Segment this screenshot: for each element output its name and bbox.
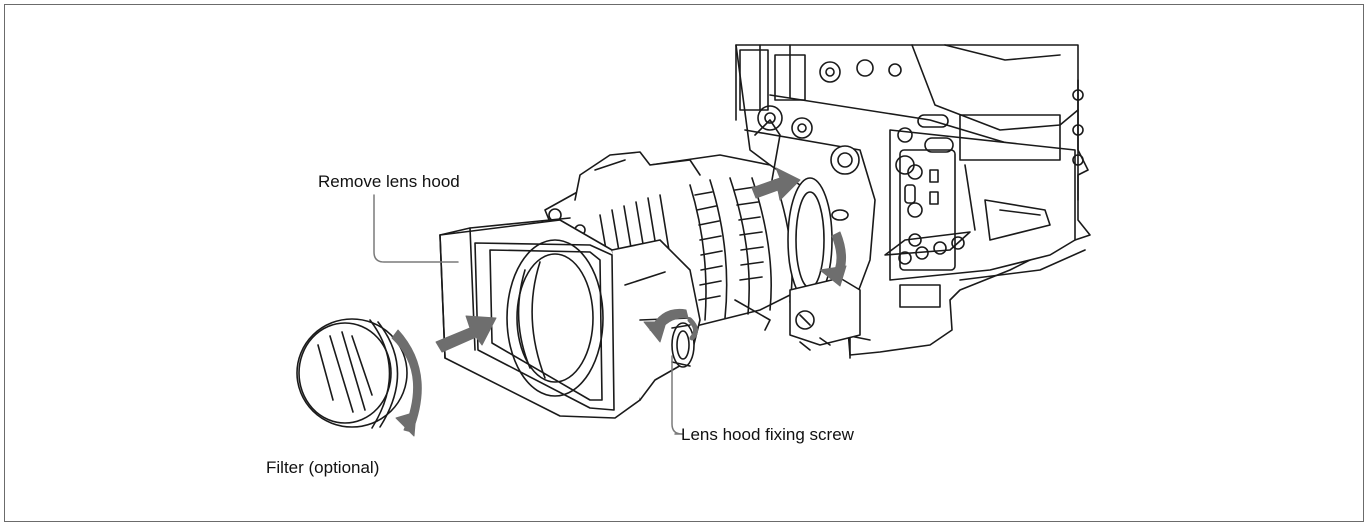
- motion-arrows: [391, 167, 847, 437]
- label-lens-hood-fixing-screw: Lens hood fixing screw: [681, 425, 854, 444]
- filter-ring: [296, 318, 408, 429]
- leader-lines: [373, 194, 683, 435]
- label-filter-optional: Filter (optional): [266, 458, 380, 477]
- label-remove-lens-hood: Remove lens hood: [318, 172, 460, 191]
- leader-fixing-screw: [671, 355, 683, 435]
- figure-frame: [4, 4, 1364, 522]
- leader-remove-lens-hood: [373, 194, 459, 263]
